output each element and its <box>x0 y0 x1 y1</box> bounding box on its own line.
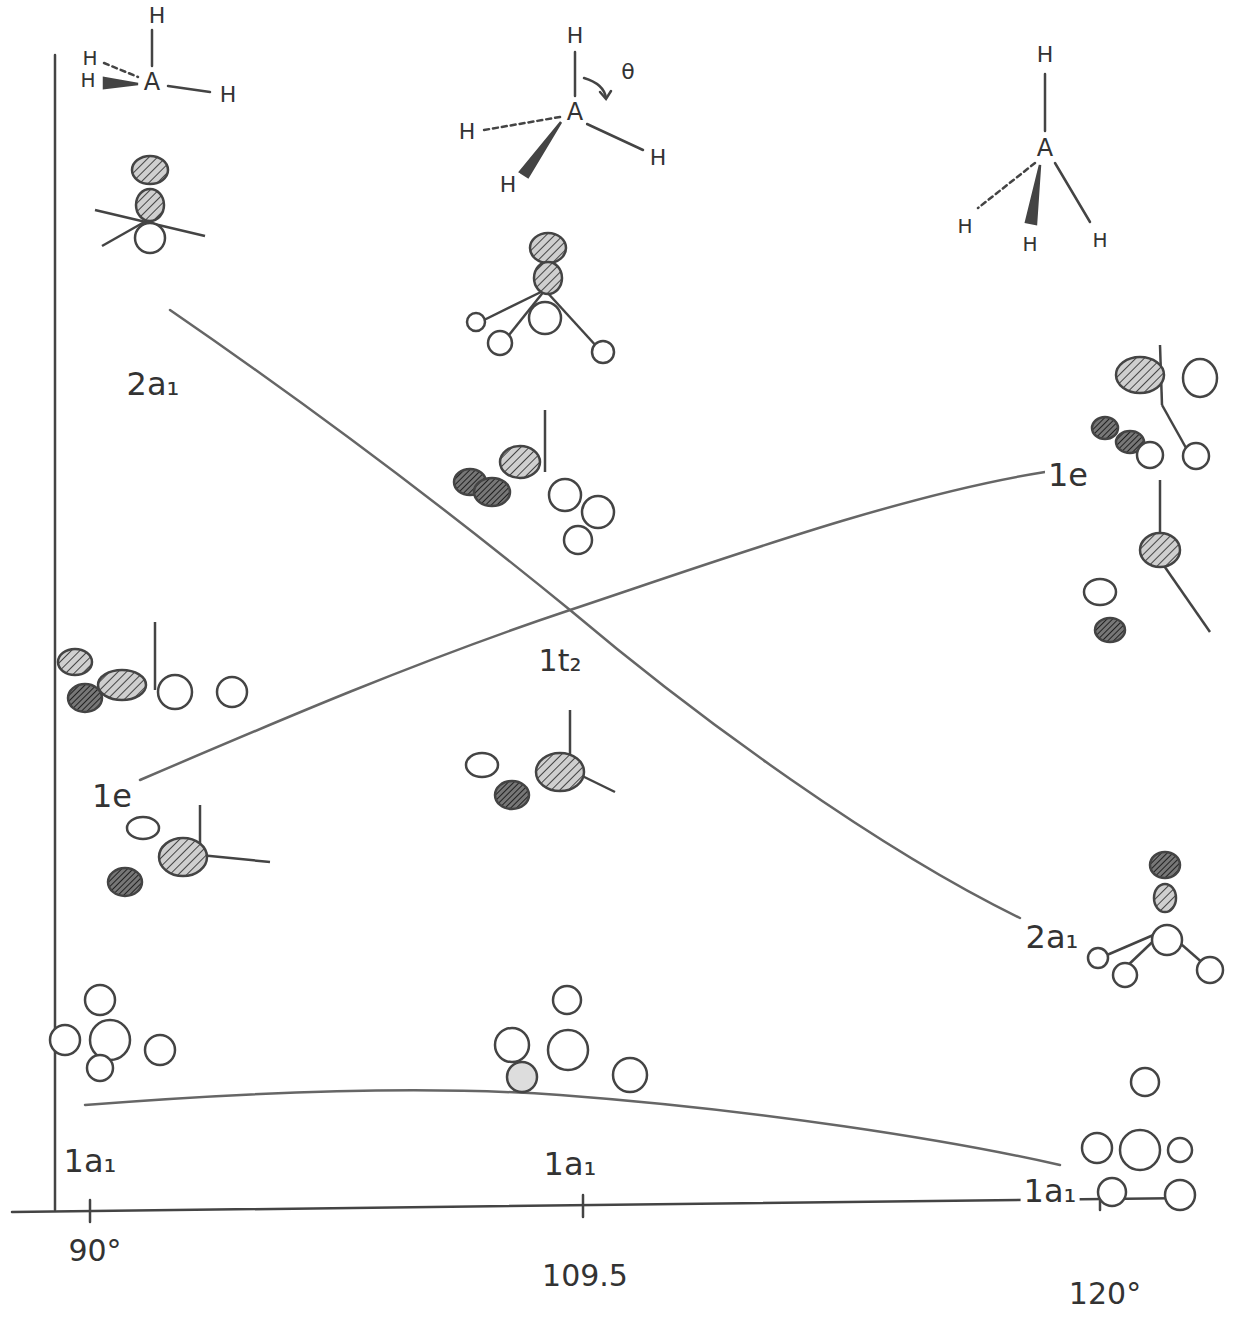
atom-label: H <box>647 146 670 170</box>
atom-label: H <box>77 69 98 91</box>
atom-label: H <box>456 120 479 144</box>
atom-label: H <box>1089 229 1110 251</box>
atom-label: H <box>79 47 100 69</box>
orbital-label: 1a₁ <box>1021 1174 1080 1209</box>
orbital-label: 2a₁ <box>124 367 183 402</box>
orbital-label: 1t₂ <box>536 644 585 677</box>
atom-label: H <box>564 24 587 48</box>
atom-label: H <box>217 83 240 107</box>
orbital-label: 1e <box>89 779 135 814</box>
orbital-label: 2a₁ <box>1023 920 1082 955</box>
atom-label: A <box>141 69 163 95</box>
orbital-label: 1a₁ <box>541 1147 600 1182</box>
x-axis <box>12 1198 1192 1212</box>
axis-tick-label: 120° <box>1066 1277 1144 1310</box>
atom-label: A <box>564 99 586 125</box>
atom-label: H <box>1034 43 1057 67</box>
atom-label: H <box>146 4 169 28</box>
atom-label: A <box>1034 135 1056 161</box>
orbital-curve <box>170 310 1020 918</box>
atom-label: H <box>1019 233 1040 255</box>
atom-label: H <box>497 173 520 197</box>
orbital-label: 1e <box>1045 458 1091 493</box>
angle-label: θ <box>618 60 637 84</box>
axis-tick-label: 90° <box>65 1234 124 1267</box>
atom-label: H <box>954 215 975 237</box>
orbital-label: 1a₁ <box>61 1144 120 1179</box>
orbital-curve <box>140 472 1045 780</box>
orbital-sketch <box>50 156 1223 1210</box>
axis-tick-label: 109.5 <box>539 1259 631 1292</box>
